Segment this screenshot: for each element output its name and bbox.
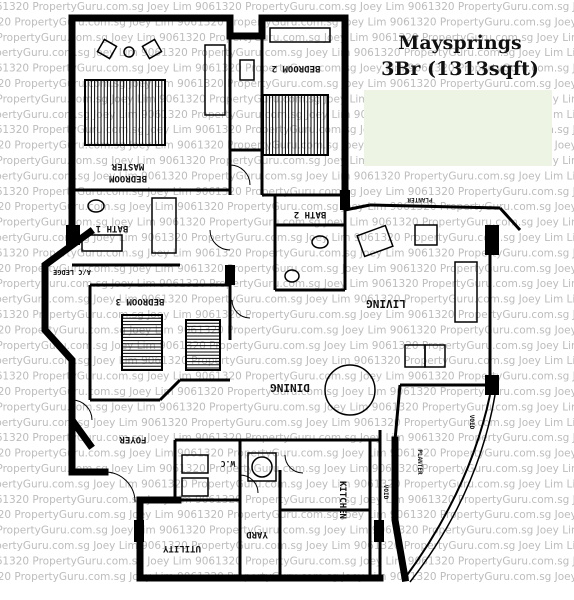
watermark-line: Lim 9061320 PropertyGuru.com.sg Joey Lim… bbox=[0, 232, 574, 244]
furniture bbox=[81, 27, 478, 497]
doors bbox=[71, 164, 304, 503]
label-planter-mid: PLANTER bbox=[416, 449, 423, 475]
label-dining: DINING bbox=[270, 381, 310, 394]
master-bed bbox=[84, 79, 166, 146]
listing-title: Maysprings 3Br (1313sqft) bbox=[360, 30, 560, 82]
label-planter-top: PLANTER bbox=[407, 196, 433, 203]
label-living: LIVING bbox=[366, 297, 406, 310]
bed-2 bbox=[262, 94, 329, 156]
watermark-line: Lim 9061320 PropertyGuru.com.sg Joey Lim… bbox=[0, 371, 574, 383]
watermark-layer: Lim 9061320 PropertyGuru.com.sg Joey Lim… bbox=[0, 1, 574, 583]
label-void-kitchen: VOID bbox=[382, 485, 389, 500]
label-yard: YARD bbox=[246, 529, 268, 539]
watermark-line: Lim 9061320 PropertyGuru.com.sg Joey Lim… bbox=[0, 417, 574, 429]
watermark-line: Lim 9061320 PropertyGuru.com.sg Joey Lim… bbox=[0, 170, 574, 182]
watermark-line: Lim 9061320 PropertyGuru.com.sg Joey Lim… bbox=[0, 525, 574, 537]
watermark-line: Lim 9061320 PropertyGuru.com.sg Joey Lim… bbox=[0, 63, 574, 75]
label-void-right: VOID bbox=[468, 415, 475, 430]
watermark-line: Lim 9061320 PropertyGuru.com.sg Joey Lim… bbox=[0, 32, 574, 44]
inner-walls bbox=[72, 36, 522, 583]
watermark-line: Lim 9061320 PropertyGuru.com.sg Joey Lim… bbox=[0, 324, 574, 336]
title-condo-name: Maysprings bbox=[398, 32, 522, 54]
watermark-line: Lim 9061320 PropertyGuru.com.sg Joey Lim… bbox=[0, 309, 574, 321]
watermark-line: Lim 9061320 PropertyGuru.com.sg Joey Lim… bbox=[0, 540, 574, 552]
label-kitchen: KITCHEN bbox=[337, 481, 347, 519]
label-bedroom-3: BEDROOM 3 bbox=[116, 296, 165, 306]
label-master-bedroom-1: MASTER bbox=[111, 161, 144, 171]
title-unit-info: 3Br (1313sqft) bbox=[381, 58, 539, 80]
watermark-line: Lim 9061320 PropertyGuru.com.sg Joey Lim… bbox=[0, 463, 574, 475]
room-labels: MASTER BEDROOM BEDROOM 2 BEDROOM 3 BATH … bbox=[53, 63, 475, 553]
label-master-bedroom-2: BEDROOM bbox=[108, 173, 147, 183]
label-ac-ledge: A/C LEDGE bbox=[53, 268, 91, 276]
watermark-line: Lim 9061320 PropertyGuru.com.sg Joey Lim… bbox=[0, 47, 574, 59]
label-bath-2: BATH 2 bbox=[294, 209, 327, 219]
bedroom-3-beds bbox=[121, 314, 221, 371]
pillars bbox=[66, 190, 499, 542]
watermark-line: Lim 9061320 PropertyGuru.com.sg Joey Lim… bbox=[0, 355, 574, 367]
watermark-line: Lim 9061320 PropertyGuru.com.sg Joey Lim… bbox=[0, 294, 574, 306]
watermark-line: Lim 9061320 PropertyGuru.com.sg Joey Lim… bbox=[0, 494, 574, 506]
label-bedroom-2: BEDROOM 2 bbox=[272, 63, 321, 73]
note-box bbox=[364, 90, 552, 166]
label-utility: UTILITY bbox=[162, 543, 201, 553]
watermark-line: Lim 9061320 PropertyGuru.com.sg Joey Lim… bbox=[0, 278, 574, 290]
watermark-line: Lim 9061320 PropertyGuru.com.sg Joey Lim… bbox=[0, 478, 574, 490]
watermark-line: Lim 9061320 PropertyGuru.com.sg Joey Lim… bbox=[0, 340, 574, 352]
label-bath-1: BATH 1 bbox=[96, 223, 129, 233]
watermark-line: Lim 9061320 PropertyGuru.com.sg Joey Lim… bbox=[0, 432, 574, 444]
watermark-line: Lim 9061320 PropertyGuru.com.sg Joey Lim… bbox=[0, 1, 574, 13]
watermark-line: Lim 9061320 PropertyGuru.com.sg Joey Lim… bbox=[0, 448, 574, 460]
watermark-line: Lim 9061320 PropertyGuru.com.sg Joey Lim… bbox=[0, 247, 574, 259]
watermark-line: Lim 9061320 PropertyGuru.com.sg Joey Lim… bbox=[0, 201, 574, 213]
watermark-line: Lim 9061320 PropertyGuru.com.sg Joey Lim… bbox=[0, 401, 574, 413]
label-foyer: FOYER bbox=[119, 434, 147, 444]
watermark-line: Lim 9061320 PropertyGuru.com.sg Joey Lim… bbox=[0, 555, 574, 567]
watermark-line: Lim 9061320 PropertyGuru.com.sg Joey Lim… bbox=[0, 386, 574, 398]
label-wc: W.C bbox=[221, 459, 236, 468]
